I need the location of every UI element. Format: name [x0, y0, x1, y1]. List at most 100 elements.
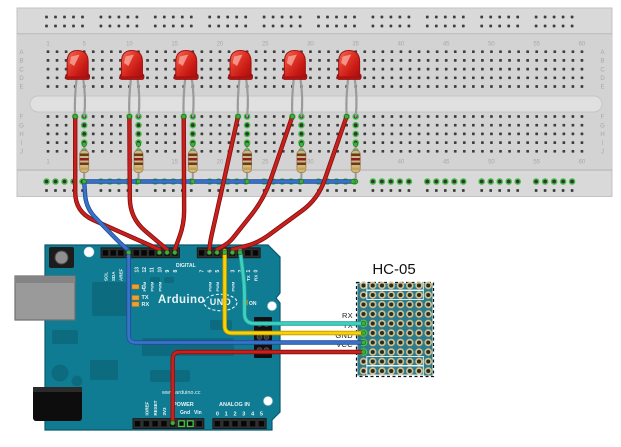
analog-header-label: ANALOG IN — [219, 401, 250, 408]
led-tx-label: TX — [141, 295, 149, 301]
gnd-net-marker — [186, 420, 194, 428]
resistor-6[interactable] — [350, 143, 361, 183]
pwm-label: PWM — [142, 281, 147, 291]
power-gnd-label: Gnd — [180, 409, 190, 416]
pin-label-0: 0 — [254, 270, 260, 273]
wire-led-pin10[interactable] — [73, 114, 162, 252]
pin-label-a3: 3 — [242, 412, 245, 418]
row-letter: C — [600, 67, 605, 73]
digital-header-label: DIGITAL — [176, 263, 196, 269]
wire-led-pin8[interactable] — [172, 114, 187, 252]
pin-label-6: 6 — [207, 270, 213, 273]
led-2[interactable] — [119, 49, 145, 118]
row-letter: E — [19, 85, 23, 91]
led-leg — [244, 76, 249, 118]
row-letter: D — [19, 76, 24, 82]
led-leg — [190, 76, 195, 118]
center-channel — [29, 95, 603, 113]
row-letter: F — [601, 115, 605, 121]
column-number: 20 — [217, 160, 224, 166]
column-number: 5 — [83, 42, 87, 48]
pwm-label: PWM — [150, 281, 155, 291]
power-header-label: POWER — [173, 401, 194, 408]
led-3[interactable] — [173, 49, 199, 118]
pin-label-reset: RESET — [153, 400, 158, 415]
resistor-4[interactable] — [242, 143, 253, 183]
led-1[interactable] — [65, 49, 91, 118]
pin-label-serial-rx: RX — [254, 275, 259, 281]
led-rx-label: RX — [141, 301, 150, 308]
pin-label-a0: 0 — [216, 412, 219, 418]
resistor-1[interactable] — [79, 143, 90, 183]
pin-label-a5: 5 — [260, 412, 263, 418]
pin-label-13: 13 — [134, 267, 140, 273]
led-5[interactable] — [282, 49, 308, 118]
mounting-hole — [267, 301, 277, 311]
led-leg — [136, 76, 141, 118]
led-highlight — [69, 54, 80, 66]
mounting-hole — [83, 246, 95, 258]
led-leg — [82, 76, 87, 118]
wire-led-pin6[interactable] — [207, 114, 241, 252]
led-6[interactable] — [336, 49, 362, 118]
row-letter: B — [600, 59, 604, 65]
column-number: 40 — [398, 160, 405, 166]
wire-led-pin9[interactable] — [127, 114, 170, 252]
row-letter: J — [601, 150, 604, 156]
mounting-hole — [263, 396, 273, 406]
resistor-5[interactable] — [296, 143, 307, 183]
column-number: 30 — [307, 42, 314, 48]
row-letter: C — [19, 67, 24, 73]
wire-rail-to-gnd[interactable] — [82, 179, 131, 253]
column-number: 60 — [579, 42, 586, 48]
resistor-2[interactable] — [133, 143, 144, 183]
row-letter: B — [19, 59, 23, 65]
resistor-3[interactable] — [187, 143, 198, 183]
column-number: 45 — [443, 42, 450, 48]
row-letter: F — [20, 115, 24, 121]
wire-5v-hc05[interactable] — [170, 349, 366, 426]
led-highlight — [286, 54, 297, 66]
wire-tx-hc05[interactable] — [222, 248, 366, 336]
column-number: 30 — [307, 160, 314, 166]
wire-led-pin5[interactable] — [214, 114, 295, 252]
pwm-label: PWM — [215, 281, 220, 291]
uno-oval — [203, 293, 238, 312]
pin-label-3: 3 — [230, 270, 236, 273]
row-letter: E — [600, 85, 604, 91]
wire-led-pin3[interactable] — [230, 114, 349, 252]
led-leg — [290, 76, 295, 118]
status-led — [131, 284, 140, 290]
row-letter: A — [19, 50, 23, 56]
led-leg — [353, 76, 358, 118]
wire-gnd-hc05[interactable] — [126, 248, 366, 345]
pin-label-3v3: 3V3 — [162, 407, 167, 416]
pin-label-9: 9 — [165, 270, 171, 273]
wire-rx-hc05[interactable] — [237, 248, 366, 326]
column-number: 10 — [126, 42, 133, 48]
arduino-url-text: www.arduino.cc — [162, 390, 201, 396]
pin-label-10: 10 — [157, 267, 163, 273]
pin-label-scl: SCL — [103, 272, 108, 281]
led-4[interactable] — [228, 49, 253, 118]
pin-label-1: 1 — [246, 270, 252, 273]
arduino-model-text: UNO — [209, 297, 232, 307]
led-leg — [345, 76, 350, 118]
pin-label-serial-tx: TX — [246, 275, 251, 281]
gnd-net-marker — [178, 420, 185, 428]
column-number: 60 — [579, 160, 586, 166]
row-letter: J — [20, 150, 23, 156]
pin-label-12: 12 — [142, 267, 148, 273]
breadboard[interactable]: AABBCCDDEEFFGGHHIIJJ11551010151520202525… — [16, 7, 613, 197]
row-letter: G — [600, 123, 605, 129]
column-number: 15 — [171, 160, 178, 166]
pin-label-a2: 2 — [233, 412, 236, 418]
pin-label-ioref: IOREF — [144, 401, 149, 415]
column-number: 15 — [171, 42, 178, 48]
reset-button[interactable] — [49, 247, 74, 268]
arduino-brand-text: Arduino — [158, 294, 205, 306]
led-l-label: L — [141, 284, 145, 291]
pin-label-11: 11 — [150, 267, 156, 273]
row-letter: H — [19, 132, 23, 138]
hc05-label: HC-05 — [372, 261, 416, 278]
